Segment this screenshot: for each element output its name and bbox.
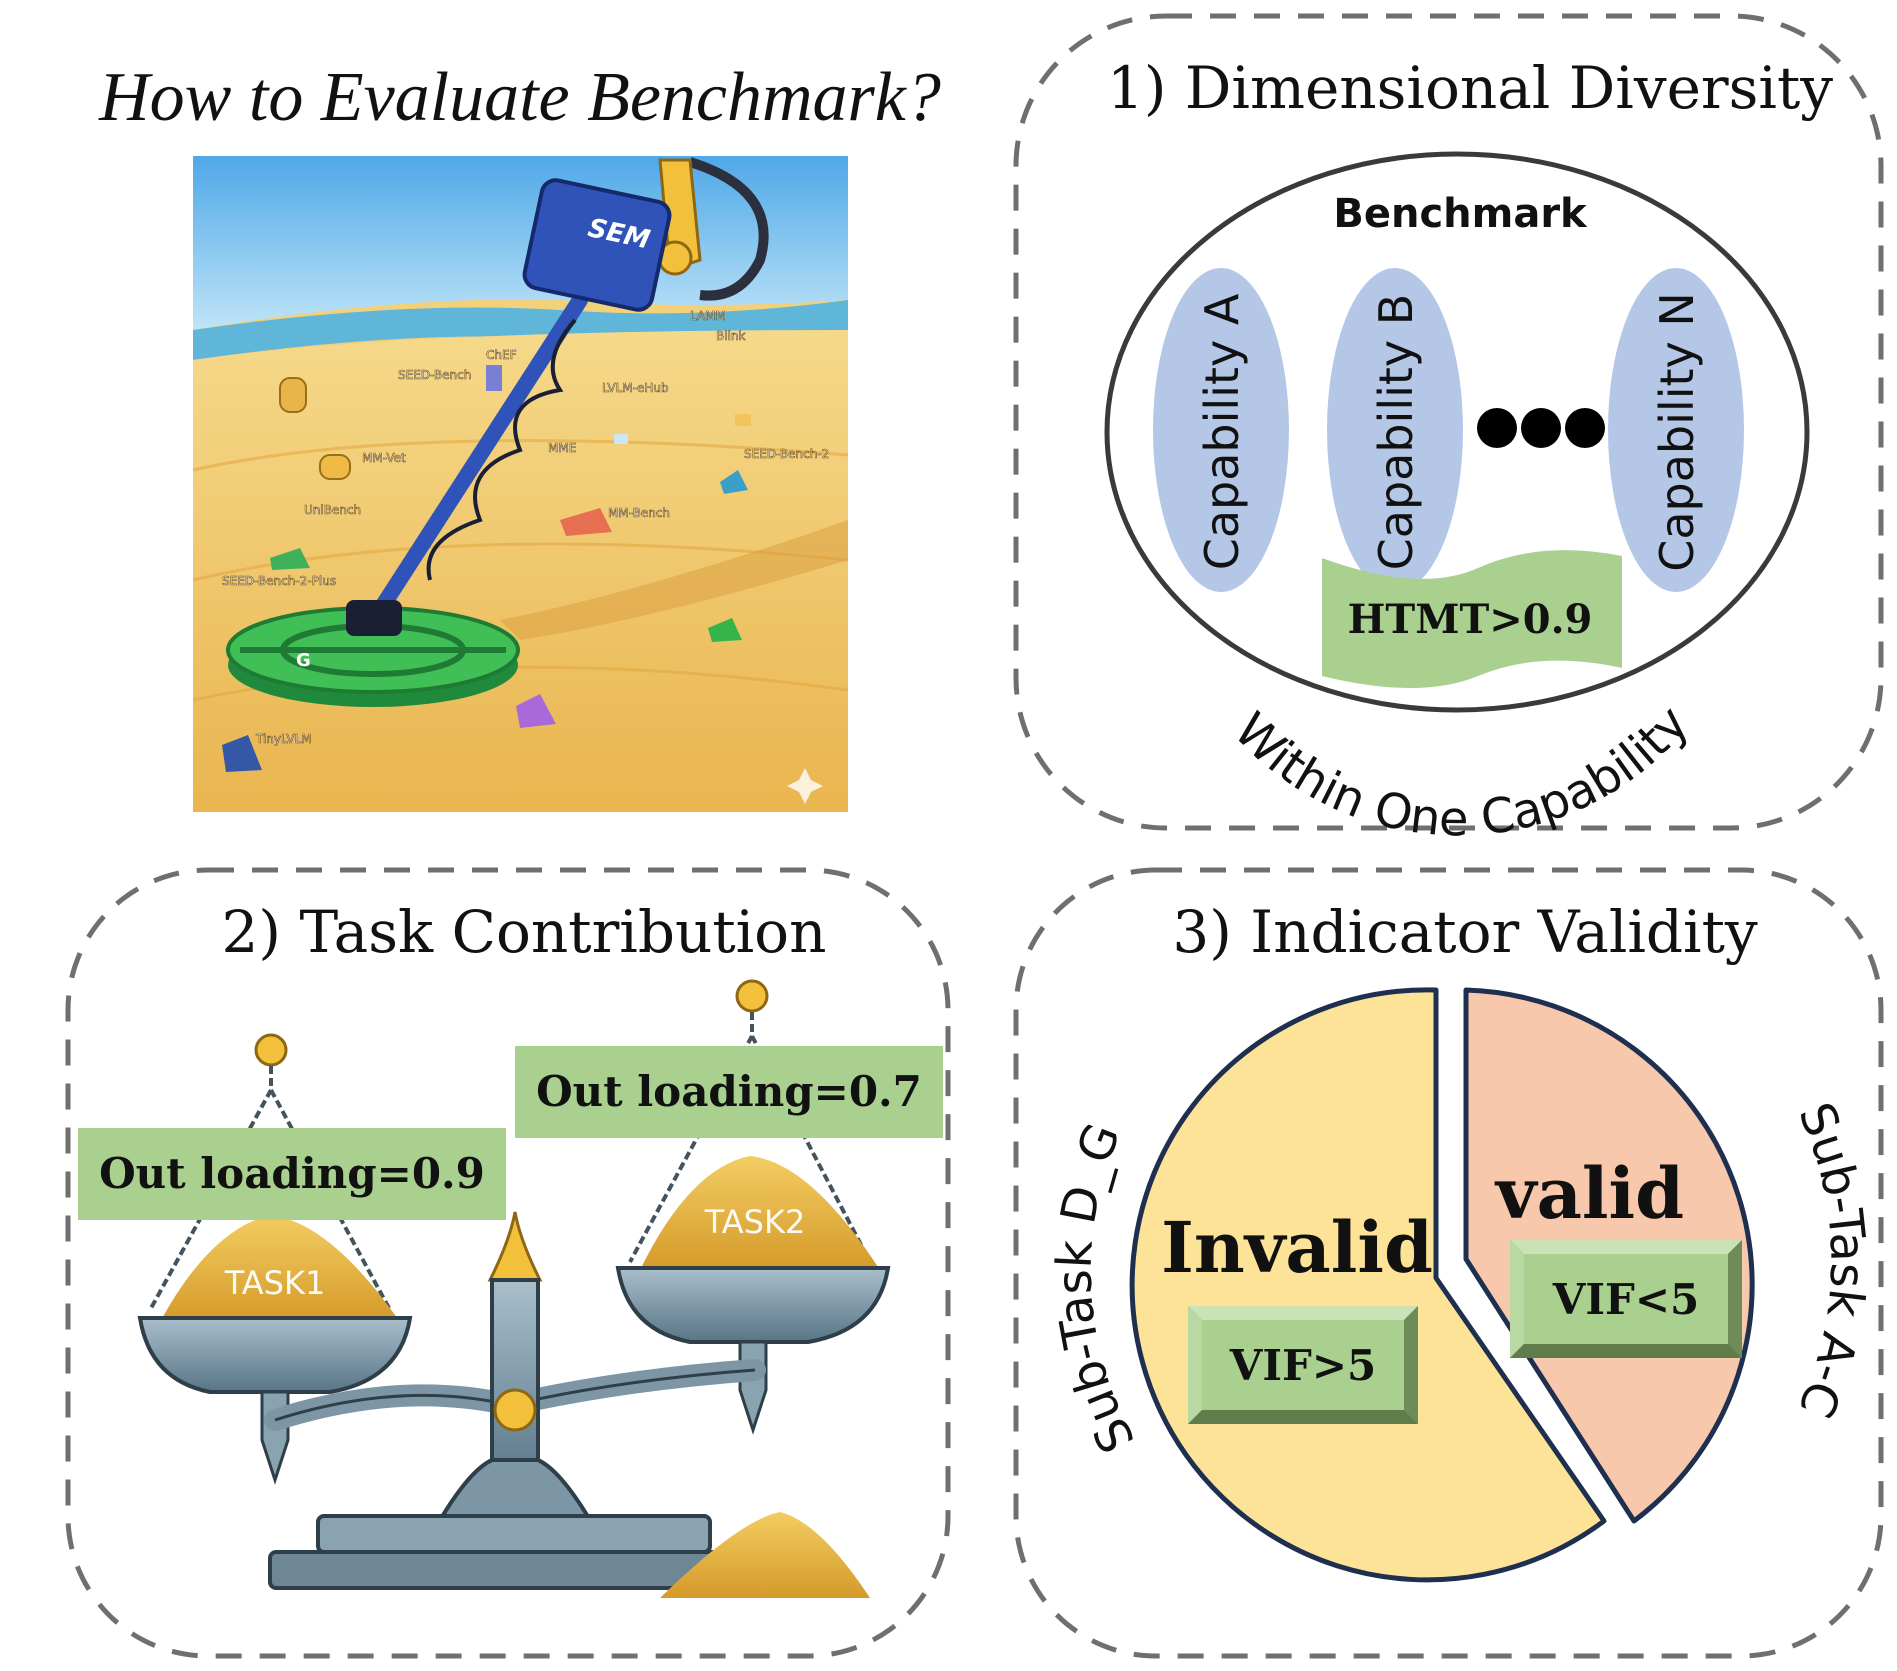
- sub-task-a-c-caption: Sub-Task A-C: [1787, 1095, 1875, 1425]
- right-loading-box: [515, 1046, 943, 1138]
- task1-sand-pile: [160, 1215, 400, 1322]
- capability-n-ellipse: [1608, 268, 1744, 592]
- panel-dimensional-diversity: 1) Dimensional Diversity Benchmark Capab…: [1013, 13, 1884, 847]
- benchmark-label: Blink: [716, 329, 746, 343]
- page-title: How to Evaluate Benchmark?: [98, 59, 941, 136]
- capability-a-label: Capability A: [1195, 293, 1249, 570]
- task2-label: TASK2: [704, 1203, 806, 1241]
- panel1-title: 1) Dimensional Diversity: [1107, 54, 1833, 122]
- panel2-title: 2) Task Contribution: [222, 898, 827, 966]
- benchmark-label: TinyLVLM: [255, 732, 312, 746]
- benchmark-label: SEED-Bench: [398, 368, 471, 382]
- benchmark-container-label: Benchmark: [1333, 191, 1588, 237]
- right-loading-label: Out loading=0.7: [536, 1067, 922, 1116]
- valid-label: valid: [1494, 1152, 1684, 1235]
- capability-n-label: Capability N: [1650, 292, 1704, 572]
- capability-b-ellipse: [1327, 268, 1463, 592]
- benchmark-label: SEED-Bench-2-Plus: [222, 574, 336, 588]
- benchmark-label: MM-Vet: [362, 451, 406, 465]
- benchmark-label: SEED-Bench-2: [744, 447, 829, 461]
- benchmark-label: MME: [548, 441, 576, 455]
- panel-task-contribution: 2) Task Contribution TASK1 TASK2: [65, 867, 951, 1659]
- benchmark-label: LAMM: [690, 309, 726, 323]
- capability-b-label: Capability B: [1369, 294, 1423, 571]
- benchmark-label: LVLM-eHub: [602, 381, 669, 395]
- htmt-banner: [1322, 550, 1622, 688]
- coil-mark: G: [296, 650, 311, 671]
- panel-indicator-validity: 3) Indicator Validity Invalid valid VIF>…: [1013, 867, 1884, 1659]
- invalid-pie-slice: [1129, 987, 1607, 1583]
- vif-invalid-label: VIF>5: [1229, 1341, 1376, 1390]
- invalid-label: Invalid: [1161, 1206, 1433, 1289]
- balance-scale-illustration: TASK1 TASK2: [137, 979, 891, 1598]
- metal-detector-illustration: SEED-Bench ChEF LAMM Blink LVLM-eHub MME…: [192, 156, 849, 812]
- ellipsis-dots: [1477, 408, 1605, 448]
- task1-label: TASK1: [224, 1264, 326, 1302]
- benchmark-container: [1104, 151, 1810, 713]
- vif-valid-box: VIF<5: [1510, 1240, 1742, 1358]
- vif-invalid-box: VIF>5: [1188, 1306, 1418, 1424]
- left-loading-box: [78, 1128, 506, 1220]
- task2-sand-pile: [640, 1156, 880, 1270]
- benchmark-label: ChEF: [486, 348, 517, 362]
- capability-a-ellipse: [1153, 268, 1289, 592]
- vif-valid-label: VIF<5: [1552, 1275, 1699, 1324]
- benchmark-label: MM-Bench: [608, 506, 670, 520]
- panel3-title: 3) Indicator Validity: [1172, 898, 1758, 966]
- htmt-label: HTMT>0.9: [1348, 596, 1593, 643]
- within-capability-caption: Within One Capability: [1223, 695, 1700, 847]
- left-loading-label: Out loading=0.9: [99, 1149, 485, 1198]
- benchmark-label: UniBench: [304, 503, 361, 517]
